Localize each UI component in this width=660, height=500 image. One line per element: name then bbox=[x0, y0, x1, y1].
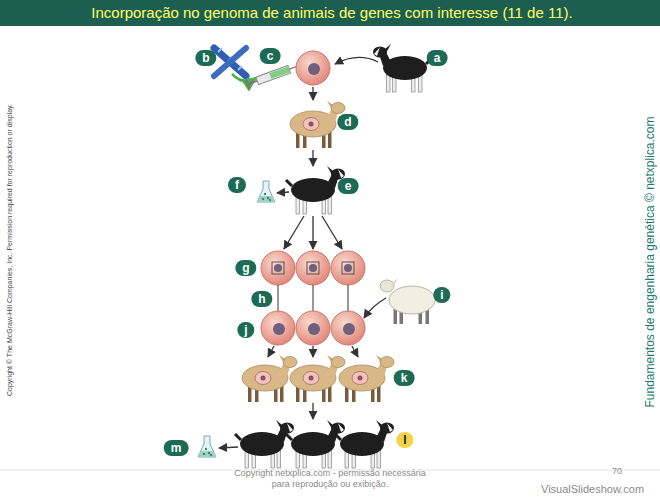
callout-letter: a bbox=[427, 50, 448, 66]
callout-letter: h bbox=[251, 291, 272, 307]
page-number: 70 bbox=[612, 466, 622, 476]
callout-letter: j bbox=[237, 322, 254, 338]
callout-letter: m bbox=[164, 440, 189, 456]
callout-letter: e bbox=[338, 178, 359, 194]
copyright-note: Copyright © The McGraw-Hill Companies, I… bbox=[6, 104, 13, 396]
watermark: VisualSlideshow.com bbox=[541, 483, 644, 495]
callout-letter: d bbox=[337, 114, 358, 130]
footer-copyright: Copyright netxplica.com - permissão nece… bbox=[225, 468, 435, 490]
callout-letter: k bbox=[394, 370, 415, 386]
side-credit: Fundamentos de engenharia genética © net… bbox=[643, 116, 657, 407]
callout-letter: g bbox=[235, 260, 256, 276]
callout-letter: f bbox=[228, 177, 246, 193]
callout-letter: l bbox=[396, 432, 413, 448]
slide-title: Incorporação no genoma de animais de gen… bbox=[2, 0, 660, 26]
callout-letter: c bbox=[260, 48, 281, 64]
callout-letter: i bbox=[433, 287, 450, 303]
callout-letter: b bbox=[195, 50, 216, 66]
